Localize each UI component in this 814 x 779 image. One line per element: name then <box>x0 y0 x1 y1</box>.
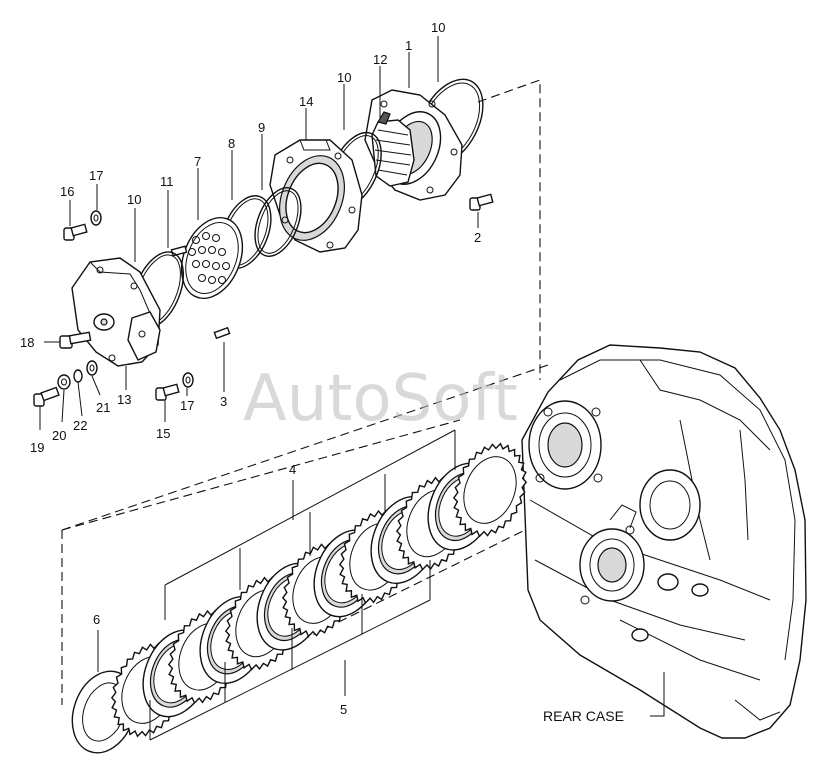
callout-9: 9 <box>258 120 265 135</box>
callout-5: 5 <box>340 702 347 717</box>
piston-7 <box>180 216 244 300</box>
callout-6: 6 <box>93 612 100 627</box>
plate-teeth <box>452 442 528 538</box>
washer-22 <box>73 369 83 383</box>
callout-1: 1 <box>405 38 412 53</box>
watermark-text: AutoSoft <box>243 362 518 436</box>
callout-20: 20 <box>52 428 66 443</box>
washer-21 <box>86 360 98 376</box>
cover-13 <box>71 257 161 367</box>
bolt-19 <box>33 386 60 407</box>
callout-17-bottom: 17 <box>180 398 194 413</box>
bolt-18 <box>59 331 92 349</box>
callout-12: 12 <box>373 52 387 67</box>
callout-10-rear: 10 <box>431 20 445 35</box>
clutch-disc-stack <box>110 442 528 738</box>
callout-13: 13 <box>117 392 131 407</box>
bolt-16 <box>63 223 88 241</box>
clutch-pack <box>61 79 549 754</box>
washer-17-bottom <box>182 372 194 388</box>
callout-14: 14 <box>299 94 313 109</box>
callout-18: 18 <box>20 335 34 350</box>
bolt-15 <box>155 383 180 401</box>
callout-2: 2 <box>474 230 481 245</box>
plate-bore <box>463 456 517 524</box>
callout-10-front: 10 <box>127 192 141 207</box>
callout-19: 19 <box>30 440 44 455</box>
callout-16: 16 <box>60 184 74 199</box>
callout-17-top: 17 <box>89 168 103 183</box>
callout-22: 22 <box>73 418 87 433</box>
pin-3 <box>213 326 231 340</box>
spline-hub-12 <box>371 111 415 187</box>
callout-10-middle: 10 <box>337 70 351 85</box>
washer-17-top <box>90 210 102 226</box>
callout-21: 21 <box>96 400 110 415</box>
callout-3: 3 <box>220 394 227 409</box>
callout-15: 15 <box>156 426 170 441</box>
callout-11: 11 <box>160 174 174 189</box>
rear-case <box>521 344 807 739</box>
callout-labels: 1 10 12 10 14 9 8 7 11 10 16 17 2 18 3 2… <box>20 20 624 724</box>
callout-8: 8 <box>228 136 235 151</box>
callout-7: 7 <box>194 154 201 169</box>
piston-housing-14 <box>269 139 363 253</box>
nut-20 <box>57 374 71 390</box>
seal-ring-9 <box>254 187 302 257</box>
rear-case-label: REAR CASE <box>543 708 624 724</box>
leader-lines <box>39 36 665 717</box>
toothed-steel-plate <box>452 442 528 538</box>
callout-4: 4 <box>289 462 296 477</box>
bolt-2 <box>469 193 494 211</box>
